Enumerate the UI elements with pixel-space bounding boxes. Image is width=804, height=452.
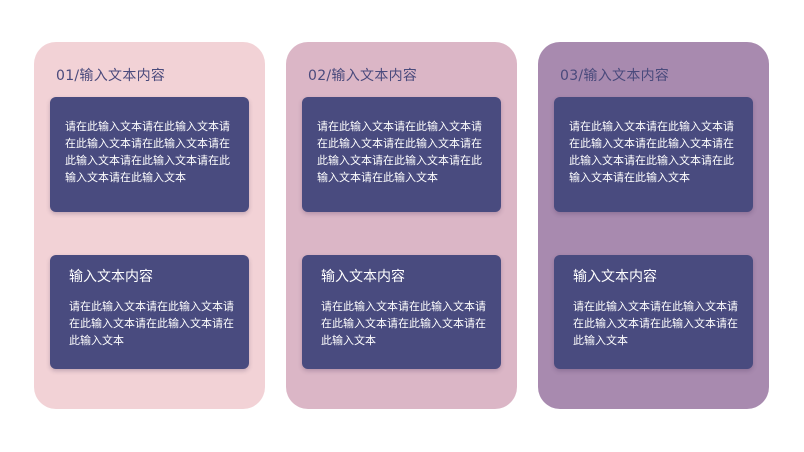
column-title: 02/输入文本内容 bbox=[308, 68, 418, 84]
top-card-text: 请在此输入文本请在此输入文本请在此输入文本请在此输入文本请在此输入文本请在此输入… bbox=[65, 120, 230, 184]
column-02: 02/输入文本内容 请在此输入文本请在此输入文本请在此输入文本请在此输入文本请在… bbox=[286, 42, 517, 409]
top-card-text: 请在此输入文本请在此输入文本请在此输入文本请在此输入文本请在此输入文本请在此输入… bbox=[317, 120, 482, 184]
bottom-text-card: 输入文本内容 请在此输入文本请在此输入文本请在此输入文本请在此输入文本请在此输入… bbox=[302, 255, 501, 369]
top-text-card: 请在此输入文本请在此输入文本请在此输入文本请在此输入文本请在此输入文本请在此输入… bbox=[302, 97, 501, 212]
top-text-card: 请在此输入文本请在此输入文本请在此输入文本请在此输入文本请在此输入文本请在此输入… bbox=[554, 97, 753, 212]
column-title: 03/输入文本内容 bbox=[560, 68, 670, 84]
bottom-text-card: 输入文本内容 请在此输入文本请在此输入文本请在此输入文本请在此输入文本请在此输入… bbox=[554, 255, 753, 369]
bottom-card-heading: 输入文本内容 bbox=[321, 269, 405, 285]
column-title: 01/输入文本内容 bbox=[56, 68, 166, 84]
bottom-text-card: 输入文本内容 请在此输入文本请在此输入文本请在此输入文本请在此输入文本请在此输入… bbox=[50, 255, 249, 369]
bottom-card-text: 请在此输入文本请在此输入文本请在此输入文本请在此输入文本请在此输入文本 bbox=[573, 300, 738, 347]
top-text-card: 请在此输入文本请在此输入文本请在此输入文本请在此输入文本请在此输入文本请在此输入… bbox=[50, 97, 249, 212]
bottom-card-heading: 输入文本内容 bbox=[573, 269, 657, 285]
column-03: 03/输入文本内容 请在此输入文本请在此输入文本请在此输入文本请在此输入文本请在… bbox=[538, 42, 769, 409]
column-01: 01/输入文本内容 请在此输入文本请在此输入文本请在此输入文本请在此输入文本请在… bbox=[34, 42, 265, 409]
bottom-card-text: 请在此输入文本请在此输入文本请在此输入文本请在此输入文本请在此输入文本 bbox=[69, 300, 234, 347]
bottom-card-heading: 输入文本内容 bbox=[69, 269, 153, 285]
top-card-text: 请在此输入文本请在此输入文本请在此输入文本请在此输入文本请在此输入文本请在此输入… bbox=[569, 120, 734, 184]
bottom-card-text: 请在此输入文本请在此输入文本请在此输入文本请在此输入文本请在此输入文本 bbox=[321, 300, 486, 347]
